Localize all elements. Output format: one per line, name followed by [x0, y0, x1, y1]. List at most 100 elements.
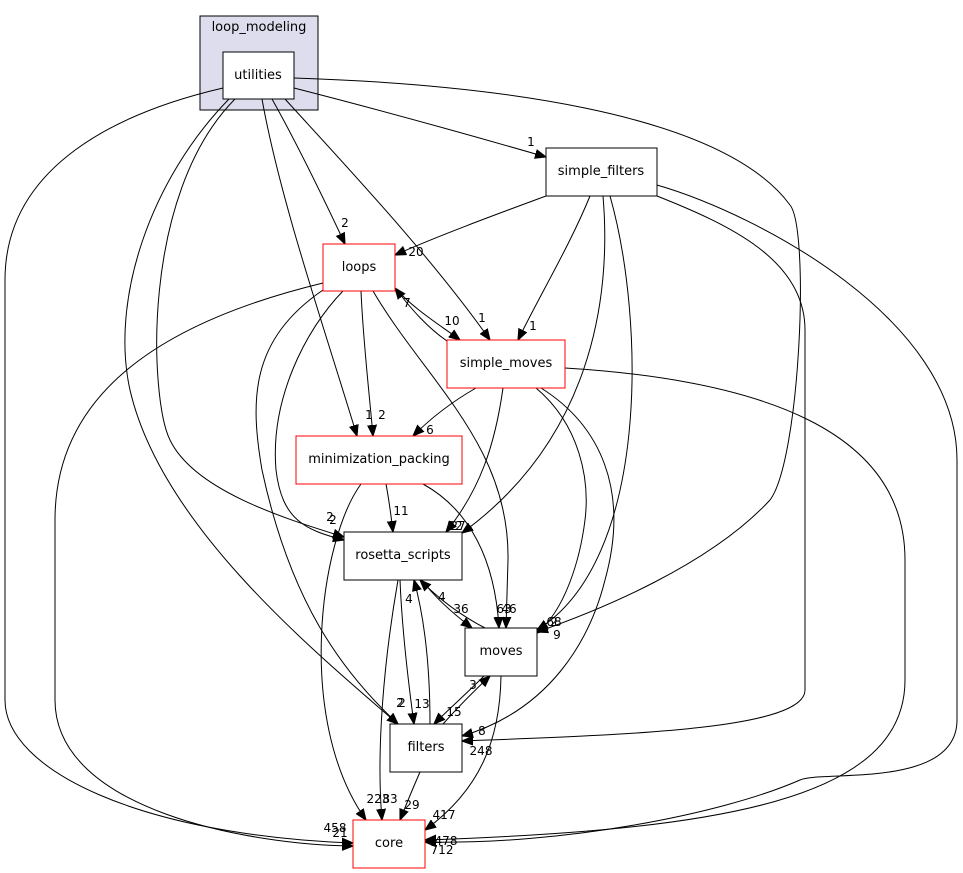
- edge-count-label[interactable]: 68: [546, 615, 561, 629]
- edge-simple-moves-to-rosetta-scripts[interactable]: 22: [446, 387, 504, 533]
- edge-minimization-packing-to-rosetta-scripts[interactable]: 11: [385, 483, 409, 532]
- edge-simple-moves-to-core[interactable]: 712: [425, 367, 906, 857]
- edge-rosetta-scripts-to-core[interactable]: 83: [380, 579, 399, 820]
- edge-count-label[interactable]: 2: [398, 696, 406, 710]
- edge-loops-to-rosetta-scripts[interactable]: 2: [274, 290, 344, 540]
- edge-line: [395, 288, 448, 342]
- edge-count-label[interactable]: 1: [478, 311, 486, 325]
- node-filters-box: [389, 723, 463, 773]
- edge-line: [537, 195, 633, 630]
- nodes-layer: utilities simple_filters loops simple_mo…: [222, 51, 658, 869]
- edge-count-label[interactable]: 1: [529, 319, 537, 333]
- edge-count-label[interactable]: 6: [426, 423, 434, 437]
- edge-simple-filters-to-simple-moves[interactable]: 1: [518, 195, 591, 340]
- edge-line: [293, 77, 801, 632]
- node-core-box: [352, 819, 426, 869]
- edge-count-label[interactable]: 3: [469, 678, 477, 692]
- edge-count-label[interactable]: 21: [332, 826, 347, 840]
- edge-count-label[interactable]: 2: [396, 696, 404, 710]
- edge-line: [261, 98, 357, 436]
- edge-count-label[interactable]: 417: [433, 808, 456, 822]
- edge-simple-filters-to-core[interactable]: 478: [425, 184, 958, 848]
- edge-utilities-to-moves[interactable]: 2: [293, 77, 801, 632]
- edge-utilities-to-simple-filters[interactable]: 1: [293, 87, 546, 157]
- node-minimization-packing[interactable]: minimization_packing: [295, 435, 463, 485]
- edge-count-label[interactable]: 11: [393, 504, 408, 518]
- edge-count-label[interactable]: 248: [470, 744, 493, 758]
- edge-moves-to-rosetta-scripts[interactable]: 4: [420, 580, 486, 629]
- edge-utilities-to-simple-moves[interactable]: 1: [284, 98, 490, 340]
- edge-count-label[interactable]: 83: [382, 792, 397, 806]
- edge-count-label[interactable]: 458: [324, 821, 347, 835]
- edge-filters-to-moves[interactable]: 3: [442, 676, 490, 725]
- edge-line: [293, 87, 546, 157]
- edge-count-label[interactable]: 29: [404, 798, 419, 812]
- edge-count-label[interactable]: 2: [378, 408, 386, 422]
- node-utilities[interactable]: utilities: [222, 51, 295, 100]
- edge-minimization-packing-to-moves[interactable]: 63: [422, 483, 512, 628]
- edge-count-label[interactable]: 712: [431, 843, 454, 857]
- edge-loops-to-minimization-packing[interactable]: 2: [360, 290, 386, 436]
- edge-line: [399, 579, 414, 724]
- edge-filters-to-core[interactable]: 29: [400, 771, 421, 820]
- edge-count-label[interactable]: 13: [414, 697, 429, 711]
- edge-line: [274, 290, 344, 540]
- edge-simple-moves-to-minimization-packing[interactable]: 6: [413, 387, 477, 437]
- edge-line: [124, 98, 398, 724]
- edge-utilities-to-filters[interactable]: 2: [124, 98, 406, 724]
- edge-utilities-to-minimization-packing[interactable]: 1: [261, 98, 373, 436]
- edge-line: [372, 290, 508, 628]
- edge-simple-moves-to-filters[interactable]: 8: [462, 387, 615, 738]
- edge-simple-moves-to-moves[interactable]: 9: [535, 387, 587, 642]
- edge-line: [462, 387, 615, 736]
- edge-moves-to-core[interactable]: 417: [425, 675, 502, 830]
- node-rosetta-scripts[interactable]: rosetta_scripts: [343, 531, 463, 581]
- node-moves-label: moves: [479, 644, 522, 659]
- edge-count-label[interactable]: 8: [478, 724, 486, 738]
- edge-utilities-to-rosetta-scripts[interactable]: 2: [156, 98, 344, 537]
- edge-loops-to-moves[interactable]: 46: [372, 290, 517, 628]
- node-minimization-packing-box: [295, 435, 463, 485]
- edge-count-label[interactable]: 2: [329, 513, 337, 527]
- edge-count-label[interactable]: 22: [447, 519, 462, 533]
- node-loops[interactable]: loops: [322, 243, 396, 292]
- edge-rosetta-scripts-to-filters[interactable]: 13: [399, 579, 430, 724]
- node-loops-box: [322, 243, 396, 292]
- edge-count-label[interactable]: 20: [408, 245, 423, 259]
- edge-line: [156, 98, 344, 537]
- edge-count-label[interactable]: 1: [365, 408, 373, 422]
- edge-loops-to-core[interactable]: 21: [54, 282, 353, 846]
- node-core[interactable]: core: [352, 819, 426, 869]
- edge-count-label[interactable]: 1: [527, 135, 535, 149]
- edge-utilities-to-core[interactable]: 458: [4, 87, 353, 843]
- node-filters[interactable]: filters: [389, 723, 463, 773]
- node-simple-filters-label: simple_filters: [558, 164, 645, 179]
- edges-layer: 1211222458201276824847810224622176229871…: [4, 77, 958, 857]
- edge-simple-filters-to-moves[interactable]: 68: [537, 195, 633, 630]
- node-moves[interactable]: moves: [464, 627, 538, 677]
- edge-count-label[interactable]: 4: [405, 592, 413, 606]
- edge-line: [535, 387, 587, 633]
- edge-simple-moves-to-loops[interactable]: 7: [395, 288, 448, 342]
- edge-count-label[interactable]: 223: [367, 792, 390, 806]
- edge-count-label[interactable]: 2: [341, 216, 349, 230]
- edge-count-label[interactable]: 7: [403, 296, 411, 310]
- edge-count-label[interactable]: 9: [553, 628, 561, 642]
- edge-count-label[interactable]: 63: [496, 602, 511, 616]
- edge-count-label[interactable]: 36: [453, 602, 468, 616]
- edge-count-label[interactable]: 10: [444, 314, 459, 328]
- edge-minimization-packing-to-core[interactable]: 223: [320, 483, 390, 820]
- edge-count-label[interactable]: 46: [501, 602, 516, 616]
- edge-count-label[interactable]: 4: [438, 590, 446, 604]
- edge-count-label[interactable]: 478: [435, 834, 458, 848]
- edge-loops-to-filters[interactable]: 2: [255, 289, 404, 724]
- node-simple-filters[interactable]: simple_filters: [545, 147, 658, 197]
- edge-filters-to-rosetta-scripts[interactable]: 4: [405, 580, 431, 725]
- edge-utilities-to-loops[interactable]: 2: [271, 98, 349, 244]
- edge-count-label[interactable]: 2: [550, 615, 558, 629]
- edge-simple-filters-to-loops[interactable]: 20: [395, 195, 547, 259]
- edge-line: [271, 98, 345, 244]
- node-simple-moves[interactable]: simple_moves: [446, 339, 566, 389]
- edge-count-label[interactable]: 2: [326, 510, 334, 524]
- edge-line: [385, 483, 393, 532]
